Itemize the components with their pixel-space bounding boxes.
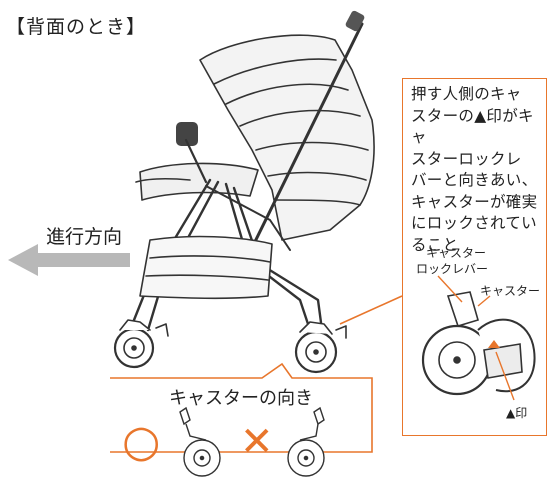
caster-orientation-panel [110, 362, 373, 453]
callout-pointers [437, 275, 515, 401]
callout-line: にロックされてい [411, 214, 537, 232]
callout-line: キャスターが確実 [411, 192, 538, 211]
caster-detail-illustration [421, 291, 536, 396]
ng-mark-icon: ✕ [240, 419, 274, 465]
caster-label: キャスター [480, 284, 541, 298]
page-title: 【背面のとき】 [6, 16, 147, 38]
callout-line: バーと向きあい、 [411, 171, 538, 189]
stroller-illustration [113, 10, 375, 374]
callout-line: 押す人側のキャ [411, 85, 522, 103]
caster-lock-callout [402, 78, 547, 436]
caster-ok-illustration [179, 406, 221, 477]
ok-mark-icon: ○ [122, 416, 161, 467]
caster-orientation-title: キャスターの向き [169, 388, 313, 409]
callout-description: 押す人側のキャ スターの▲印がキャ スターロックレ バーと向きあい、 キャスター… [411, 84, 545, 256]
caster-ng-illustration [287, 406, 325, 477]
direction-label: 進行方向 [46, 226, 123, 248]
callout-line: スターの▲印がキャ [411, 106, 534, 147]
callout-connector [339, 295, 403, 325]
direction-arrow-icon [8, 244, 130, 276]
callout-line: スターロックレ [411, 149, 522, 168]
lever-label-2: ロックレバー [416, 262, 489, 276]
callout-line: ること [411, 235, 459, 254]
lever-label-1: キャスター [426, 246, 487, 260]
mark-label: ▲印 [506, 406, 528, 420]
